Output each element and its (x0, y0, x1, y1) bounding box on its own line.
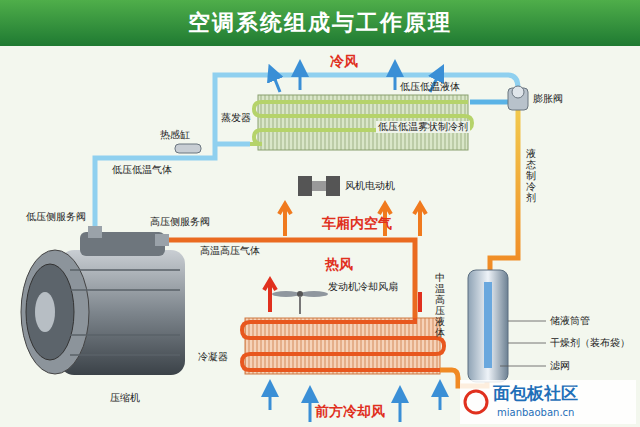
watermark: 面包板社区 (493, 383, 578, 403)
engine-fan (272, 291, 328, 314)
leader-lines (500, 321, 546, 366)
blower-motor (298, 176, 340, 196)
condenser-tube (242, 318, 444, 370)
valve-outlet-pipe (470, 100, 508, 105)
pipe-label: 中温高压液体 (435, 272, 445, 338)
part-label: 发动机冷却风扇 (328, 281, 398, 293)
part-label: 蒸发器 (221, 112, 251, 124)
liquid-pipe (490, 110, 518, 270)
pipe-label: 高温高压气体 (200, 245, 260, 257)
sensing-bulb (175, 144, 201, 153)
discharge-pipe (168, 240, 415, 318)
part-label: 干燥剂（装布袋） (550, 337, 630, 349)
part-label: 热感缸 (160, 129, 190, 141)
air-label: 车厢内空气 (322, 215, 392, 231)
warm-air-arrows (264, 204, 426, 312)
part-label: 储液筒管 (550, 315, 590, 327)
pipe-label: 液态制冷剂 (526, 148, 536, 203)
pipe-label: 低压低温雾状制冷剂 (376, 121, 470, 133)
part-label: 膨胀阀 (533, 93, 563, 105)
part-label: 滤网 (550, 360, 570, 372)
air-label: 冷风 (330, 53, 358, 69)
watermark-logo (465, 391, 487, 413)
part-label: 风机电动机 (345, 180, 395, 192)
air-label: 前方冷却风 (315, 403, 385, 419)
watermark: mianbaoban.cn (497, 407, 574, 419)
evaporator-outlet-pipe (215, 142, 250, 147)
title-bar (0, 0, 640, 46)
compressor (21, 226, 185, 375)
evaporator-tube (250, 102, 472, 144)
pipe-label: 低压低温气体 (112, 164, 172, 176)
suction-pipe (95, 75, 518, 232)
diagram-title: 空调系统组成与工作原理 (0, 0, 640, 46)
expansion-valve-cap (512, 86, 524, 98)
watermark-panel (460, 380, 636, 424)
drier-bag (484, 282, 492, 368)
part-label: 低压侧服务阀 (26, 211, 86, 223)
receiver-drier (468, 270, 508, 382)
pipe-label: 低压低温液体 (400, 81, 460, 93)
part-label: 高压侧服务阀 (150, 216, 210, 228)
part-label: 压缩机 (110, 392, 140, 404)
air-label: 热风 (325, 256, 353, 272)
part-label: 冷凝器 (198, 351, 228, 363)
condenser-core (245, 318, 440, 374)
